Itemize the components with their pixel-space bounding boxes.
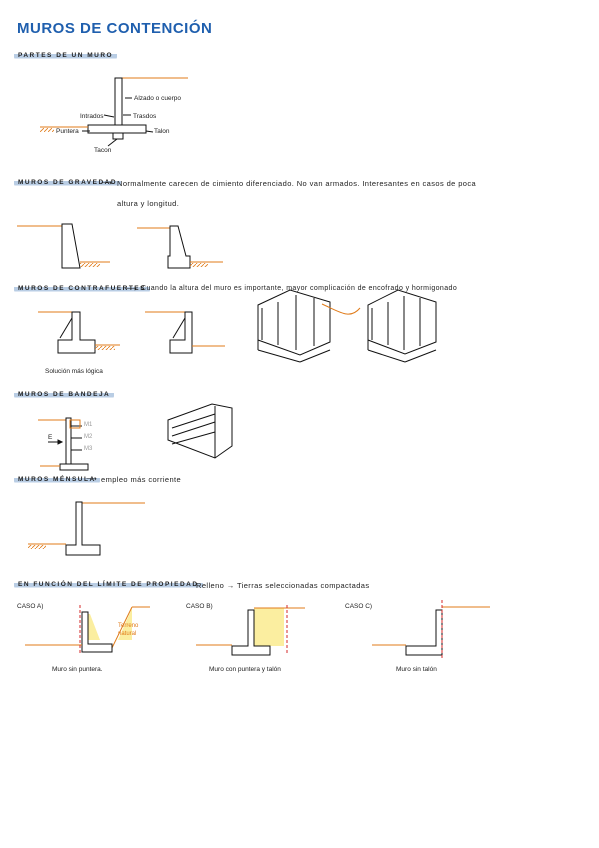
propiedad-diagrams [25,600,490,658]
section-heading-bandeja: MUROS DE BANDEJA [14,390,115,399]
label-intrados: Intrados [80,113,104,120]
label-m3: M3 [84,446,93,452]
section-heading-propiedad: EN FUNCIÓN DEL LÍMITE DE PROPIEDAD [14,580,203,589]
arrow-icon: ⟶ [86,474,98,483]
contrafuertes-caption: Solución más lógica [45,368,103,375]
section-heading-mensula: MUROS MÉNSULA [14,475,100,484]
label-m1: M1 [84,422,93,428]
section-heading-contrafuertes: MUROS DE CONTRAFUERTES [14,284,150,293]
propiedad-desc: Relleno → Tierras seleccionadas compacta… [196,581,370,590]
arrow-icon: ⟶ [101,178,113,187]
contrafuertes-diagrams [38,289,437,363]
label-talon: Talon [154,128,170,135]
gravedad-desc-1: Normalmente carecen de cimiento diferenc… [117,179,477,188]
section-heading-partes: PARTES DE UN MURO [14,51,118,60]
label-trasdos: Trasdos [133,113,157,120]
contrafuertes-desc: Cuando la altura del muro es importante,… [141,285,458,292]
label-e: E [48,434,53,441]
label-m2: M2 [84,434,93,440]
caso-b-label: CASO B) [186,603,213,610]
caso-a-label: CASO A) [17,603,44,610]
arrow-icon: ⟶ [126,284,138,293]
bandeja-diagrams [38,403,233,471]
caso-a-caption: Muro sin puntera. [52,666,103,673]
caso-c-label: CASO C) [345,603,373,610]
label-puntera: Puntera [56,128,79,135]
mensula-diagram [28,501,145,556]
caso-a-note: Terreno natural [118,623,139,637]
page-title: MUROS DE CONTENCIÓN [17,20,213,37]
partes-diagram [40,77,188,147]
label-tacon: Tacon [94,147,112,154]
gravedad-diagrams [17,223,223,269]
caso-c-caption: Muro sin talón [396,666,437,673]
section-heading-gravedad: MUROS DE GRAVEDAD [14,178,122,187]
gravedad-desc-2: altura y longitud. [117,199,180,208]
caso-b-caption: Muro con puntera y talón [209,666,281,673]
mensula-desc: empleo más corriente [101,475,182,484]
label-alzado: Alzado o cuerpo [134,95,181,102]
